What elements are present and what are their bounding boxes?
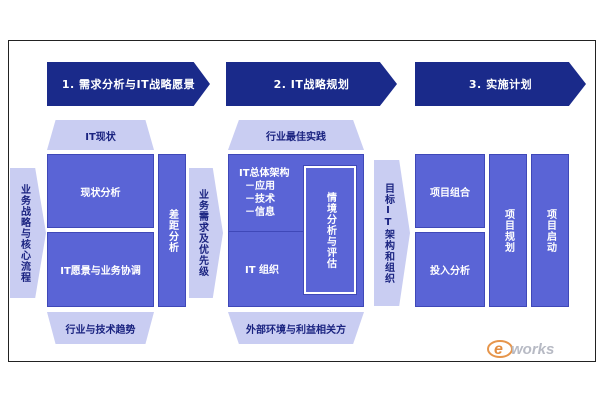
phase-2-header: 2. IT战略规划 xyxy=(226,62,397,106)
it-vision-label: IT愿景与业务协调 xyxy=(60,266,141,277)
it-vision-box: IT愿景与业务协调 xyxy=(47,232,154,307)
best-practice-tab: 行业最佳实践 xyxy=(228,120,364,150)
arch-item-application: －应用 xyxy=(245,181,275,192)
it-status-tab: IT现状 xyxy=(47,120,154,150)
architecture-divider xyxy=(229,231,305,232)
scenario-analysis-box: 情境分析与评估 xyxy=(303,165,357,295)
project-portfolio-label: 项目组合 xyxy=(430,187,470,199)
business-strategy-label: 业务战略与核心流程 xyxy=(18,183,30,283)
industry-trends-tab: 行业与技术趋势 xyxy=(47,312,154,344)
investment-analysis-box: 投入分析 xyxy=(415,232,485,307)
phase-3-label: 3. 实施计划 xyxy=(468,78,533,91)
phase-1-header: 1. 需求分析与IT战略愿景 xyxy=(47,62,210,106)
project-launch-box: 项目启动 xyxy=(531,154,569,307)
arch-item-technology: －技术 xyxy=(245,194,275,205)
phase-1-label: 1. 需求分析与IT战略愿景 xyxy=(61,78,196,91)
it-architecture-text: IT总体架构 －应用 －技术 －信息 xyxy=(239,167,311,219)
gap-analysis-label: 差距分析 xyxy=(166,208,178,253)
best-practice-label: 行业最佳实践 xyxy=(266,131,326,143)
target-architecture-label: 目标IT架构和组织 xyxy=(382,182,394,284)
eworks-logo-text: works xyxy=(511,341,554,358)
current-analysis-box: 现状分析 xyxy=(47,154,154,228)
it-organization-label: IT 组织 xyxy=(245,265,280,276)
current-analysis-label: 现状分析 xyxy=(80,187,121,199)
svg-text:e: e xyxy=(494,341,503,358)
external-environment-label: 外部环境与利益相关方 xyxy=(246,324,346,336)
industry-trends-label: 行业与技术趋势 xyxy=(65,324,136,336)
project-planning-label: 项目规划 xyxy=(502,208,514,253)
phase-3-header: 3. 实施计划 xyxy=(415,62,586,106)
eworks-logo: e works xyxy=(487,334,587,360)
it-architecture-title: IT总体架构 xyxy=(239,168,290,179)
gap-analysis-box: 差距分析 xyxy=(158,154,186,307)
scenario-analysis-label: 情境分析与评估 xyxy=(324,191,336,269)
eworks-logo-mark: e works xyxy=(487,340,554,358)
project-planning-box: 项目规划 xyxy=(489,154,527,307)
project-portfolio-box: 项目组合 xyxy=(415,154,485,228)
project-launch-label: 项目启动 xyxy=(544,208,556,253)
investment-analysis-label: 投入分析 xyxy=(430,266,470,277)
external-environment-tab: 外部环境与利益相关方 xyxy=(228,312,364,344)
it-status-label: IT现状 xyxy=(85,131,116,143)
arch-item-information: －信息 xyxy=(245,207,275,218)
business-requirements-label: 业务需求及优先级 xyxy=(196,189,208,277)
phase-2-label: 2. IT战略规划 xyxy=(273,78,350,91)
